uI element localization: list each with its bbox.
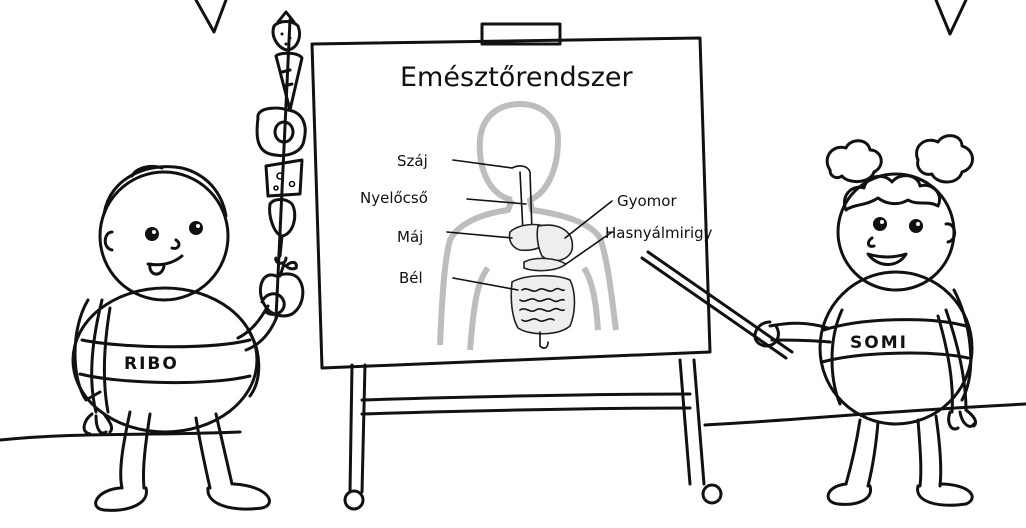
somi-character: SOMI [640,134,978,507]
ribo-name-label: RIBO [124,354,179,374]
carrot-icon [274,51,304,112]
ribo-head [98,170,230,302]
right-speech-tail [934,0,968,36]
pointer-stick [640,250,794,360]
label-pancreas: Hasnyálmirigy [605,224,713,242]
human-body-outline [437,101,619,351]
somi-hair [843,174,941,212]
ribo-body [71,286,259,434]
easel [310,22,723,511]
leader-stomach [564,200,613,239]
label-esophagus: Nyelőcső [360,189,428,207]
leader-intestine [452,277,519,291]
leader-esophagus [466,198,527,205]
leader-pancreas [565,231,613,265]
left-speech-tail [194,0,228,34]
leader-liver [446,231,513,239]
label-stomach: Gyomor [617,192,677,210]
leader-mouth [452,159,513,169]
label-mouth: Száj [397,152,428,170]
label-intestine: Bél [399,269,423,287]
somi-name-label: SOMI [850,333,908,353]
strawberry-icon [271,20,302,52]
ribo-character: RIBO [71,164,286,512]
chicken-leg-icon [268,198,297,238]
easel-board [310,36,712,370]
apple-icon [259,272,305,318]
intestine-organ [510,274,576,335]
food-skewer [255,10,307,320]
label-liver: Máj [397,228,423,246]
somi-body [818,270,974,426]
digestive-system-diagram: Emésztőrendszer Száj Nyelőcső Máj Bél Gy… [360,62,713,351]
esophagus-organ [511,165,533,233]
cheese-icon [264,158,304,198]
diagram-title: Emésztőrendszer [400,62,634,93]
stomach-organ [536,224,574,262]
floor-line [0,402,1026,442]
fried-egg-icon [255,106,307,157]
